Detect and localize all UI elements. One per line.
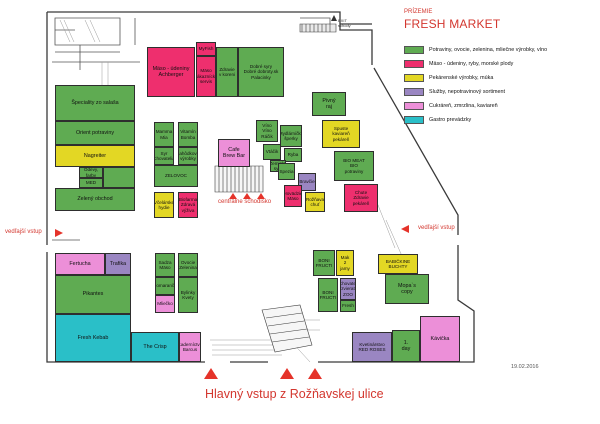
shop-hovadzie[interactable]: Hovädzie Mäso — [284, 185, 302, 207]
shop-odevy[interactable]: Odevy, farby — [79, 167, 103, 178]
legend-swatch-green — [404, 45, 424, 54]
shop-mak-jamy[interactable]: Mak 2 jamy — [336, 250, 354, 276]
shop-roznava-chut[interactable]: Rožňava chuť — [305, 192, 325, 212]
shop-vitamin-bomba[interactable]: Vitamín Bomba — [178, 122, 198, 147]
shop-sadza-maso[interactable]: Sadza Mäso — [155, 253, 175, 277]
shop-zeleny-obchod[interactable]: Zelený obchod — [55, 188, 135, 211]
shop-zelovoc[interactable]: ZELOVOC — [154, 165, 198, 187]
shop-dobre-syry[interactable]: Dobré syry Dobré dobroty.sk Palacinky — [238, 47, 284, 97]
central-stairs-label: centrálne schodisko — [218, 199, 272, 205]
shop-spuste[interactable]: Spuste kaviareň pekáreň — [322, 120, 360, 148]
shop-boni-fructi-1[interactable]: BONI FRUCTI — [313, 250, 335, 276]
shop-nagreiter[interactable]: Nagreiter — [55, 145, 135, 167]
shop-left-blank[interactable] — [103, 167, 135, 188]
shop-trafika[interactable]: Trafika — [105, 253, 131, 275]
shop-myfish[interactable]: MyFish — [196, 42, 216, 56]
main-entrance-label: Hlavný vstup z Rožňavskej ulice — [205, 387, 384, 401]
legend-subtitle: PRÍZEMIE — [404, 9, 433, 15]
shop-med[interactable]: MED — [79, 178, 103, 188]
shop-vcelarske[interactable]: Včelárske hydie — [154, 192, 174, 218]
shop-boni-fructi-2[interactable]: BONI FRUCTI — [318, 278, 338, 312]
shop-vtacik[interactable]: Vtáčik — [263, 144, 281, 160]
shop-mamma-mia[interactable]: Mamma Mia — [154, 122, 174, 147]
shop-mydlarnicka[interactable]: Mydlárnička šperky — [280, 125, 302, 147]
shop-bylinky[interactable]: Bylinky Kvety — [178, 277, 198, 313]
shop-maso-achberger[interactable]: Mäso - údeniny Achberger — [147, 47, 195, 97]
legend-item-food: Potraviny, ovocie, zelenina, mliečne výr… — [404, 45, 547, 54]
shop-cafe-brew-bar[interactable]: Cafe Brew Bar — [218, 139, 250, 167]
plan-date: 19.02.2016 — [511, 364, 539, 370]
legend-label: Mäso - údeniny, ryby, morské plody — [429, 60, 514, 67]
legend-label: Cukráreň, zmrzlina, kaviareň — [429, 102, 498, 109]
legend-item-cafe: Cukráreň, zmrzlina, kaviareň — [404, 101, 498, 110]
shop-ryba[interactable]: Ryba — [284, 148, 302, 162]
shop-fresh-kebab[interactable]: Fresh Kebab — [55, 314, 131, 362]
shop-zdravie-v-koreni[interactable]: Zdravie v koreni — [216, 47, 238, 97]
legend-item-meat: Mäso - údeniny, ryby, morské plody — [404, 59, 513, 68]
shop-spezia[interactable]: Spezia — [278, 163, 295, 180]
shop-biofarma[interactable]: Biofarma Zdravá výživa — [178, 192, 198, 218]
shop-kadernictvo-barcus[interactable]: Kaderníctvo Barcus — [179, 332, 201, 362]
shop-chovatel-zoo[interactable]: Chovateľ zvierat ZOO — [340, 278, 356, 300]
shop-fresh-small[interactable]: Fresh — [340, 300, 356, 312]
shop-fertucha[interactable]: Fertucha — [55, 253, 105, 275]
legend-item-gastro: Gastro prevádzky — [404, 115, 471, 124]
shop-1-day[interactable]: 1. day — [392, 330, 420, 362]
shop-orient-potraviny[interactable]: Orient potraviny — [55, 121, 135, 145]
side-entrance-right-label: vedľajší vstup — [418, 225, 455, 231]
shop-pomarance[interactable]: Pomaranče — [155, 277, 175, 295]
shop-pivny-raj[interactable]: Pivný raj — [312, 92, 346, 116]
side-entrance-left-label: vedľajší vstup — [5, 229, 42, 235]
legend-item-services: Služby, nepotravinový sortiment — [404, 87, 505, 96]
legend-label: Potraviny, ovocie, zelenina, mliečne výr… — [429, 46, 548, 53]
shop-vino-racik[interactable]: Víno Víno Ráčik — [256, 120, 278, 142]
shop-kvetinarstvo[interactable]: Kvetinárstvo RED ROSES — [352, 332, 392, 362]
legend-swatch-purple — [404, 87, 424, 96]
legend-title: FRESH MARKET — [404, 17, 501, 31]
shop-maso-servis[interactable]: Mäso zákaznícky servis — [196, 56, 216, 97]
shop-the-crisp[interactable]: The Crisp — [131, 332, 179, 362]
top-exit-arrow-icon — [331, 15, 337, 21]
shop-lahodky[interactable]: Lahôdkové výrobky — [178, 147, 198, 165]
shop-mliecko[interactable]: Mliečko — [155, 295, 175, 313]
shop-bravcie[interactable]: Bravčie — [298, 173, 316, 191]
legend-label: Služby, nepotravinový sortiment — [429, 88, 506, 95]
shop-pikantes[interactable]: Pikantes — [55, 275, 131, 314]
side-entrance-right-arrow-icon — [401, 225, 409, 233]
shop-babickine-buchty[interactable]: BABIČKINE BUCHTY — [378, 254, 418, 274]
central-stairs-arrows-icon — [229, 193, 265, 199]
shop-mopas-copy[interactable]: Mopa`s copy — [385, 274, 429, 304]
top-exit-label: EXIT — [338, 18, 347, 23]
shop-syr-chovatelia[interactable]: Syr Chovatelia — [154, 147, 174, 165]
shop-kavicka[interactable]: Kávička — [420, 316, 460, 362]
legend-swatch-pink — [404, 101, 424, 110]
legend-swatch-cyan — [404, 115, 424, 124]
side-entrance-left-arrow-icon — [55, 229, 63, 237]
legend-item-bakery: Pekárenské výrobky, múka — [404, 73, 493, 82]
legend-label: Gastro prevádzky — [429, 116, 472, 123]
shop-chute-zdravie[interactable]: Chute Zdravie pekáreň — [344, 184, 378, 212]
top-exit-sub-label: schody — [338, 23, 351, 28]
legend-swatch-red — [404, 59, 424, 68]
legend-label: Pekárenské výrobky, múka — [429, 74, 494, 81]
main-entrance-arrows-icon — [204, 368, 322, 379]
shop-speciality-zo-salasa[interactable]: Špeciality zo salaša — [55, 85, 135, 121]
shop-ovocie-zelenina[interactable]: Ovocie Zelenina — [178, 253, 198, 277]
shop-bio-meat[interactable]: BIO MEAT BIO potraviny — [334, 151, 374, 181]
legend-swatch-yellow — [404, 73, 424, 82]
